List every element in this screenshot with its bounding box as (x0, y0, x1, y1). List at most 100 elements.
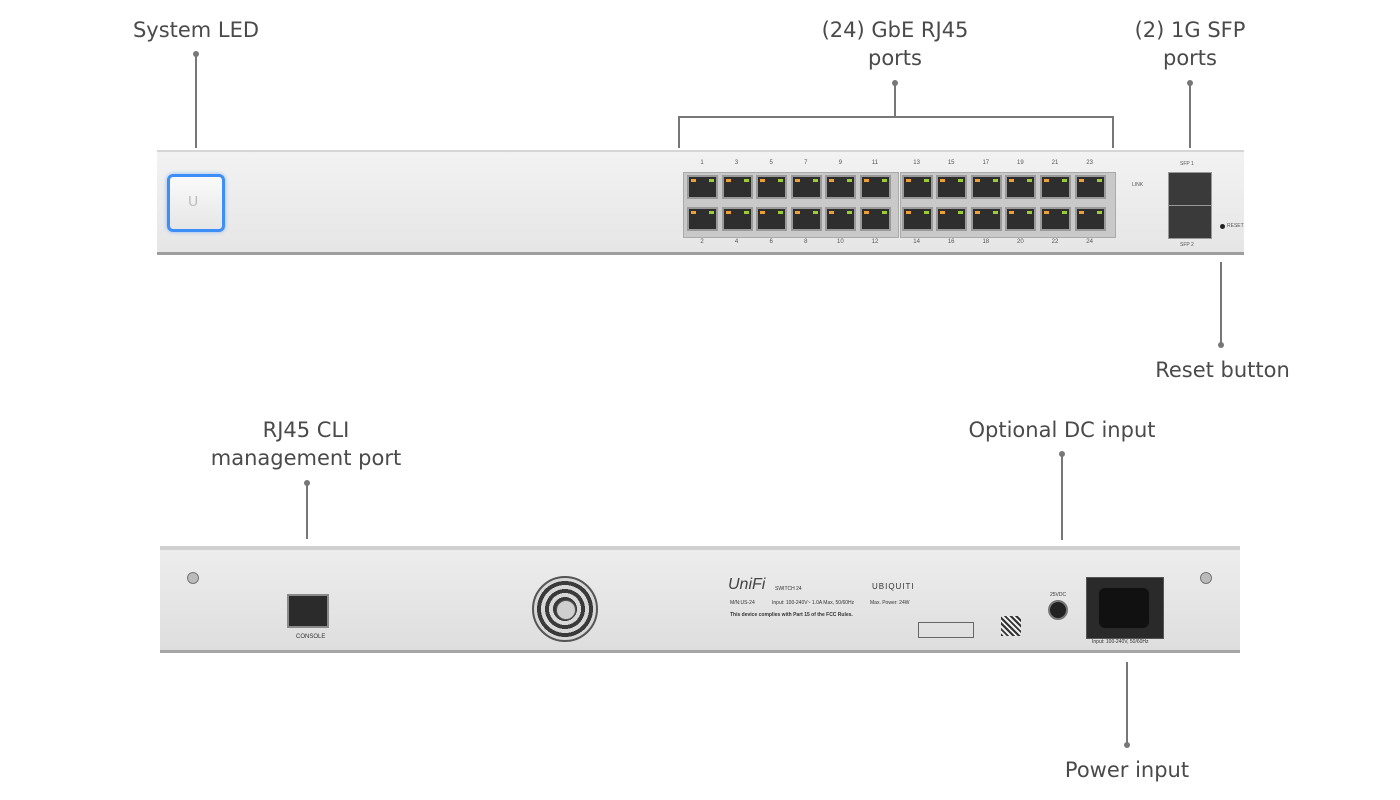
rj45-port-19[interactable] (1005, 175, 1037, 199)
sfp-leader (1189, 83, 1191, 148)
port-number-label: 13 (913, 160, 920, 166)
rj45-port-11[interactable] (860, 175, 891, 199)
rj45-port-5[interactable] (756, 175, 788, 199)
rj45-port-14[interactable] (901, 207, 933, 231)
rj45-bracket (678, 116, 1114, 118)
sfp-ports-callout-line2: ports (1163, 46, 1217, 70)
port-led-icon (974, 211, 980, 214)
port-led-icon (743, 179, 749, 182)
maker-label: UBIQUITI (872, 582, 915, 591)
port-number-label: 8 (804, 239, 808, 245)
port-led-icon (992, 211, 998, 214)
rj45-port-18[interactable] (970, 207, 1002, 231)
port-led-icon (1044, 179, 1049, 182)
rj45-port-13[interactable] (901, 175, 933, 199)
port-led-icon (725, 179, 731, 182)
screw-icon (1200, 572, 1212, 584)
port-led-icon (864, 179, 869, 182)
sfp-port-1[interactable] (1168, 172, 1212, 206)
sfp1-label: SFP 1 (1180, 161, 1194, 167)
port-number-label: 7 (804, 160, 808, 166)
port-led-icon (794, 179, 800, 182)
rj45-port-22[interactable] (1040, 207, 1071, 231)
serial-label-box (918, 622, 974, 638)
port-number-label: 17 (982, 160, 990, 166)
rj45-port-20[interactable] (1005, 207, 1037, 231)
port-number-label: 14 (913, 239, 920, 245)
rj45-port-8[interactable] (790, 207, 822, 231)
dc-leader (1061, 454, 1063, 540)
port-led-icon (709, 179, 714, 182)
ubiquiti-logo-icon: ᑌ (188, 193, 199, 209)
port-led-icon (905, 211, 911, 214)
port-led-icon (958, 179, 964, 182)
power-input-callout: Power input (1064, 758, 1190, 782)
port-led-icon (940, 211, 946, 214)
port-number-label: 12 (871, 239, 879, 245)
model-number-label: M/N:US-24 (730, 600, 755, 606)
port-led-icon (882, 179, 887, 182)
dc-input-jack[interactable] (1048, 600, 1068, 620)
rj45-leader (894, 83, 896, 116)
port-led-icon (760, 179, 766, 182)
brand-label: UniFi (728, 576, 766, 593)
port-number-label: 16 (947, 239, 955, 245)
port-led-icon (794, 211, 800, 214)
power-rating-label: Input: 100-240V, 50/60Hz (1092, 639, 1149, 645)
power-input-socket[interactable] (1086, 577, 1164, 639)
rj45-port-12[interactable] (860, 207, 891, 231)
port-number-label: 22 (1051, 239, 1059, 245)
rj45-port-16[interactable] (936, 207, 968, 231)
sfp-ports-callout-line1: (2) 1G SFP (1134, 18, 1246, 42)
port-led-icon (992, 179, 998, 182)
port-led-icon (1096, 179, 1102, 182)
reset-label: RESET (1227, 223, 1244, 229)
rj45-port-3[interactable] (721, 175, 753, 199)
port-number-label: 10 (837, 239, 844, 245)
port-number-label: 18 (982, 239, 990, 245)
fcc-title: This device complies with Part 15 of the… (730, 612, 853, 618)
port-number-label: 19 (1017, 160, 1024, 166)
port-led-icon (760, 211, 766, 214)
port-number-label: 3 (734, 160, 739, 166)
link-label: LINK (1132, 182, 1144, 188)
rj45-port-24[interactable] (1074, 207, 1106, 231)
port-number-label: 2 (700, 239, 704, 245)
cli-leader (306, 483, 308, 539)
rj45-port-6[interactable] (756, 207, 788, 231)
qr-code-icon (1001, 616, 1021, 636)
port-led-icon (691, 211, 696, 214)
sfp-port-2[interactable] (1168, 205, 1212, 239)
port-number-label: 6 (769, 239, 773, 245)
dc-input-callout: Optional DC input (968, 418, 1156, 442)
model-label: SWITCH 24 (775, 586, 802, 592)
system-led: ᑌ (167, 174, 225, 232)
system-led-callout: System LED (132, 18, 260, 42)
rj45-port-7[interactable] (790, 175, 822, 199)
switch-back-panel: CONSOLE UniFi SWITCH 24 UBIQUITI M/N:US-… (160, 546, 1240, 653)
rj45-port-23[interactable] (1074, 175, 1106, 199)
rj45-port-4[interactable] (721, 207, 753, 231)
port-led-icon (812, 211, 818, 214)
port-number-label: 21 (1051, 160, 1059, 166)
reset-button[interactable] (1220, 224, 1225, 229)
port-led-icon (923, 211, 929, 214)
port-number-label: 1 (700, 160, 704, 166)
port-led-icon (974, 179, 980, 182)
port-number-label: 4 (734, 239, 739, 245)
port-led-icon (864, 211, 869, 214)
rj45-port-17[interactable] (970, 175, 1002, 199)
rj45-port-15[interactable] (936, 175, 968, 199)
rj45-port-9[interactable] (825, 175, 857, 199)
cli-port-callout: RJ45 CLI management port (200, 416, 412, 472)
input-rating-label: Input: 100-240V~ 1.0A Max, 50/60Hz (772, 600, 855, 606)
rj45-port-1[interactable] (687, 175, 718, 199)
port-led-icon (882, 211, 887, 214)
rj45-port-21[interactable] (1040, 175, 1071, 199)
rj45-port-2[interactable] (687, 207, 718, 231)
fan-icon (532, 576, 598, 642)
rj45-ports-callout: (24) GbE RJ45 ports (815, 16, 975, 72)
port-number-label: 24 (1086, 239, 1093, 245)
rj45-port-10[interactable] (825, 207, 857, 231)
console-port[interactable] (287, 594, 329, 628)
